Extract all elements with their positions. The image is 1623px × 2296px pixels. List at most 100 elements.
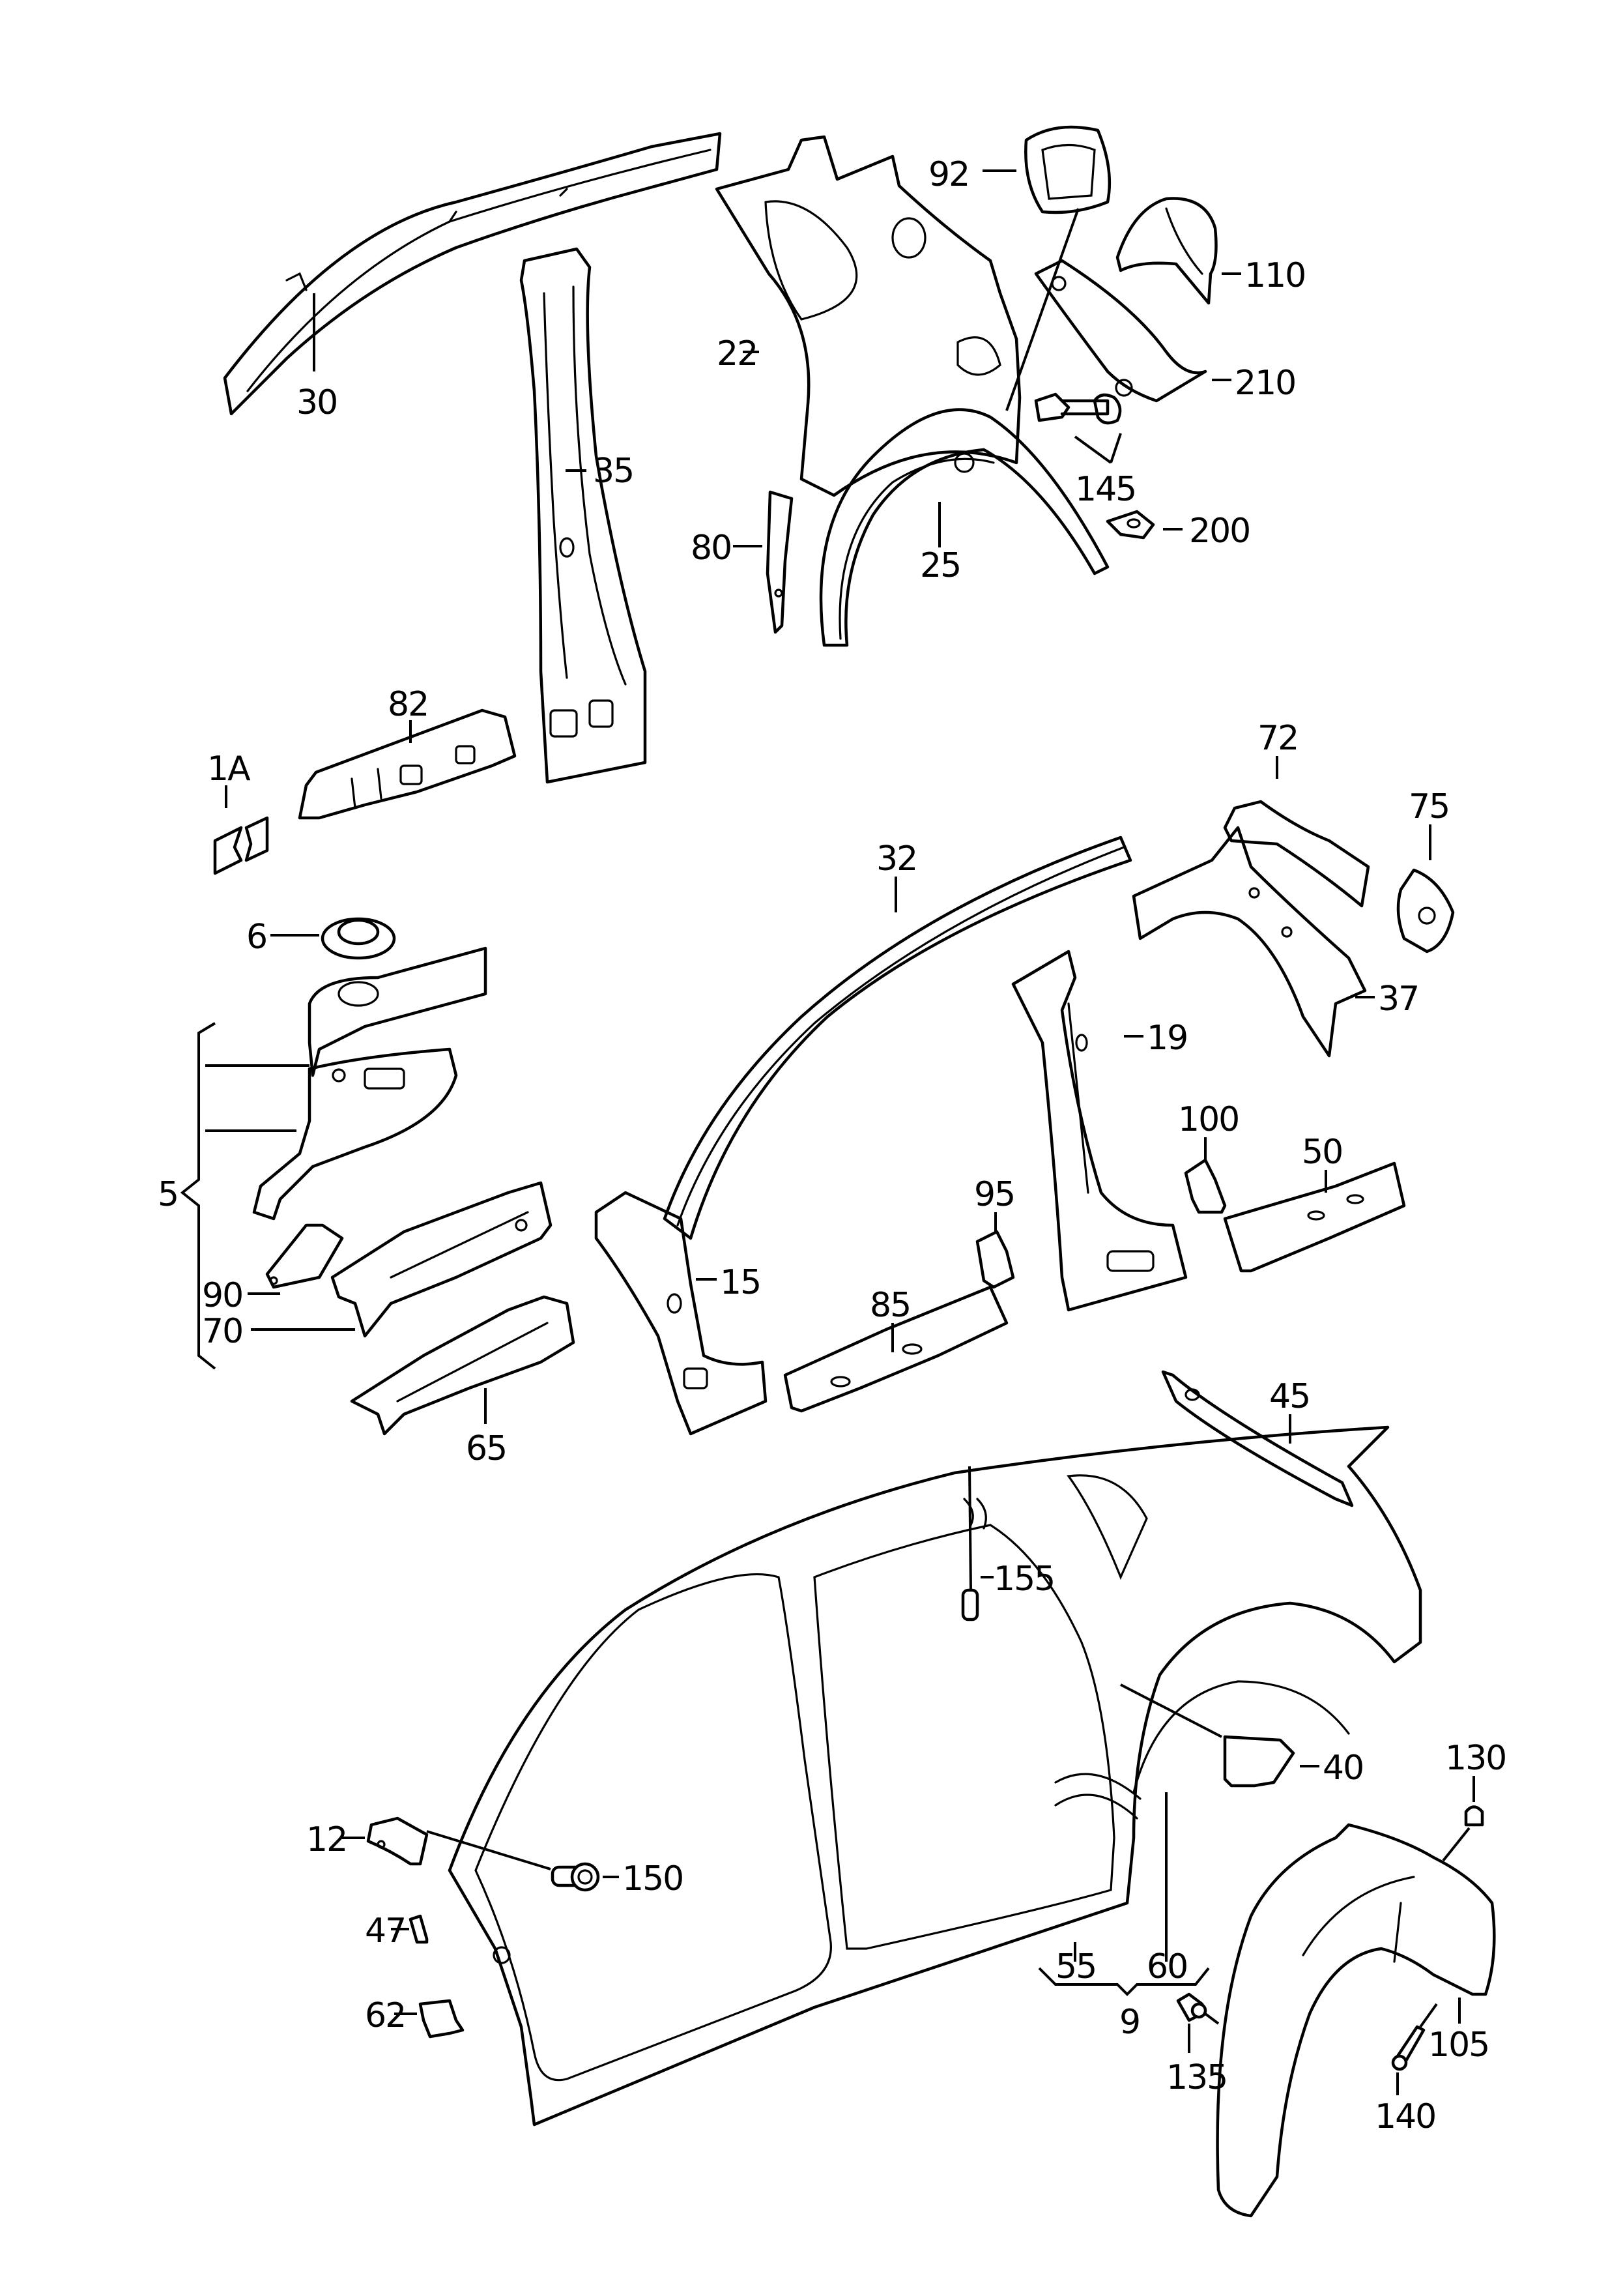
callout-72: 72 [1257,719,1299,779]
callout-210: 210 [1212,364,1297,403]
callout-label: 30 [296,383,337,422]
part-72-rear-panel-corner[interactable] [1223,800,1370,908]
callout-47: 47 [365,1911,409,1951]
part-40-fuel-filler-bracket[interactable] [1120,1683,1295,1788]
part-92-reinforcement-plate[interactable] [1005,125,1112,411]
part-37-c-pillar-inner[interactable] [1132,826,1367,1058]
part-95-hinge-bracket[interactable] [975,1230,1015,1289]
callout-15: 15 [696,1263,762,1302]
callout-9-bracket: 55 60 9 [1038,1792,1210,2042]
callout-95: 95 [974,1175,1016,1232]
callout-label: 25 [920,546,960,585]
callout-37: 37 [1355,980,1420,1019]
callout-label: 72 [1257,719,1298,758]
part-47-gusset[interactable] [409,1914,429,1944]
callout-22: 22 [717,334,759,373]
part-210-rear-arch-reinforcement[interactable] [1034,259,1207,403]
part-150-grommet-plug[interactable] [426,1830,600,1892]
callout-50: 50 [1302,1133,1343,1193]
part-80-c-pillar-reinforcement[interactable] [766,490,794,634]
callout-label: 155 [994,1560,1054,1599]
callout-140: 140 [1375,2072,1437,2136]
part-82-sill-reinforcement[interactable] [298,708,517,820]
callout-label: 100 [1178,1100,1239,1139]
part-200-clip-nut[interactable] [1106,510,1155,540]
part-1A-repair-patch[interactable] [213,816,269,875]
part-30-roof-frame-rail[interactable] [223,132,722,416]
callout-label: 22 [717,334,757,373]
part-70-front-longitudinal[interactable] [330,1181,553,1338]
callout-label: 145 [1075,470,1136,509]
callout-label: 6 [246,918,266,957]
callout-25: 25 [920,502,962,585]
part-62-sill-end-bracket[interactable] [418,1999,465,2039]
callout-label: 1A [207,749,251,789]
callout-label: 80 [691,529,731,568]
callout-label: 92 [928,155,969,194]
part-105-wheel-housing-liner[interactable] [1216,1823,1496,2218]
part-12-fender-mount-bracket[interactable] [366,1816,429,1866]
part-32-roof-side-rail[interactable] [663,836,1132,1240]
callout-label: 85 [870,1286,910,1325]
callout-105: 105 [1428,1998,1490,2065]
callout-label: 9 [1119,2003,1140,2042]
callout-label: 62 [365,1996,405,2035]
part-110-wheel-arch-bracket[interactable] [1115,197,1218,305]
part-35-b-pillar-inner[interactable] [519,247,647,784]
part-19-b-pillar-reinforcement[interactable] [1011,950,1188,1312]
part-65-front-apron-rail[interactable] [350,1295,575,1436]
callout-75: 75 [1409,787,1450,860]
callout-label: 60 [1147,1947,1187,1986]
callout-label: 150 [622,1859,683,1898]
part-155-rivet-nut[interactable] [961,1466,979,1621]
callout-label: 45 [1269,1377,1310,1416]
callout-label: 15 [720,1263,760,1302]
callout-label: 82 [388,685,428,724]
part-15-a-pillar-lower[interactable] [594,1191,768,1436]
callout-110: 110 [1222,256,1306,295]
part-75-bump-stop-mount[interactable] [1396,868,1455,953]
callout-label: 19 [1147,1019,1187,1058]
part-140-self-tapping-screw[interactable] [1391,2003,1438,2071]
callout-label: 70 [202,1312,242,1351]
callout-label: 65 [466,1429,506,1468]
part-90-bracket[interactable] [265,1223,344,1289]
callout-label: 140 [1375,2097,1435,2136]
part-5-front-wheel-house-assembly[interactable] [252,946,487,1221]
callout-label: 105 [1428,2026,1489,2065]
callout-1A: 1A [207,749,252,808]
callout-45: 45 [1269,1377,1311,1444]
callout-30: 30 [296,293,338,422]
callout-135: 135 [1166,2024,1228,2097]
callout-145: 145 [1075,470,1137,509]
part-135-spreader-nut[interactable] [1176,1992,1220,2025]
part-6-strut-mount-cap[interactable] [321,917,396,960]
part-100-seat-belt-bracket[interactable] [1184,1158,1227,1214]
callout-82: 82 [388,685,429,743]
part-25-inner-wheel-housing[interactable] [819,408,1110,647]
callout-32: 32 [876,839,918,912]
callout-19: 19 [1124,1019,1188,1058]
callout-label: 12 [306,1820,347,1859]
part-50-rear-sill-member[interactable] [1223,1161,1406,1273]
callout-label: 200 [1189,512,1250,551]
callout-label: 55 [1056,1947,1096,1986]
callout-92: 92 [928,155,1016,194]
callout-62: 62 [365,1996,417,2035]
callout-12: 12 [306,1820,365,1859]
callout-label: 210 [1235,364,1295,403]
part-130-expanding-clip[interactable] [1442,1805,1484,1862]
callout-label: 95 [974,1175,1014,1214]
part-22-rear-quarter-inner[interactable] [715,135,1022,497]
part-45-roof-rail-end-piece[interactable] [1161,1370,1354,1507]
callout-label: 90 [202,1276,242,1315]
callout-label: 40 [1323,1749,1363,1788]
callout-100: 100 [1178,1100,1240,1160]
callout-label: 135 [1166,2058,1227,2097]
callout-155: 155 [981,1560,1056,1599]
part-145-bolt-and-nut[interactable] [1034,392,1122,464]
part-85-front-sill-member[interactable] [783,1285,1009,1413]
callout-5-bracket: 5 [158,1022,309,1370]
part-9-outer-side-panel[interactable] [448,1425,1422,2127]
